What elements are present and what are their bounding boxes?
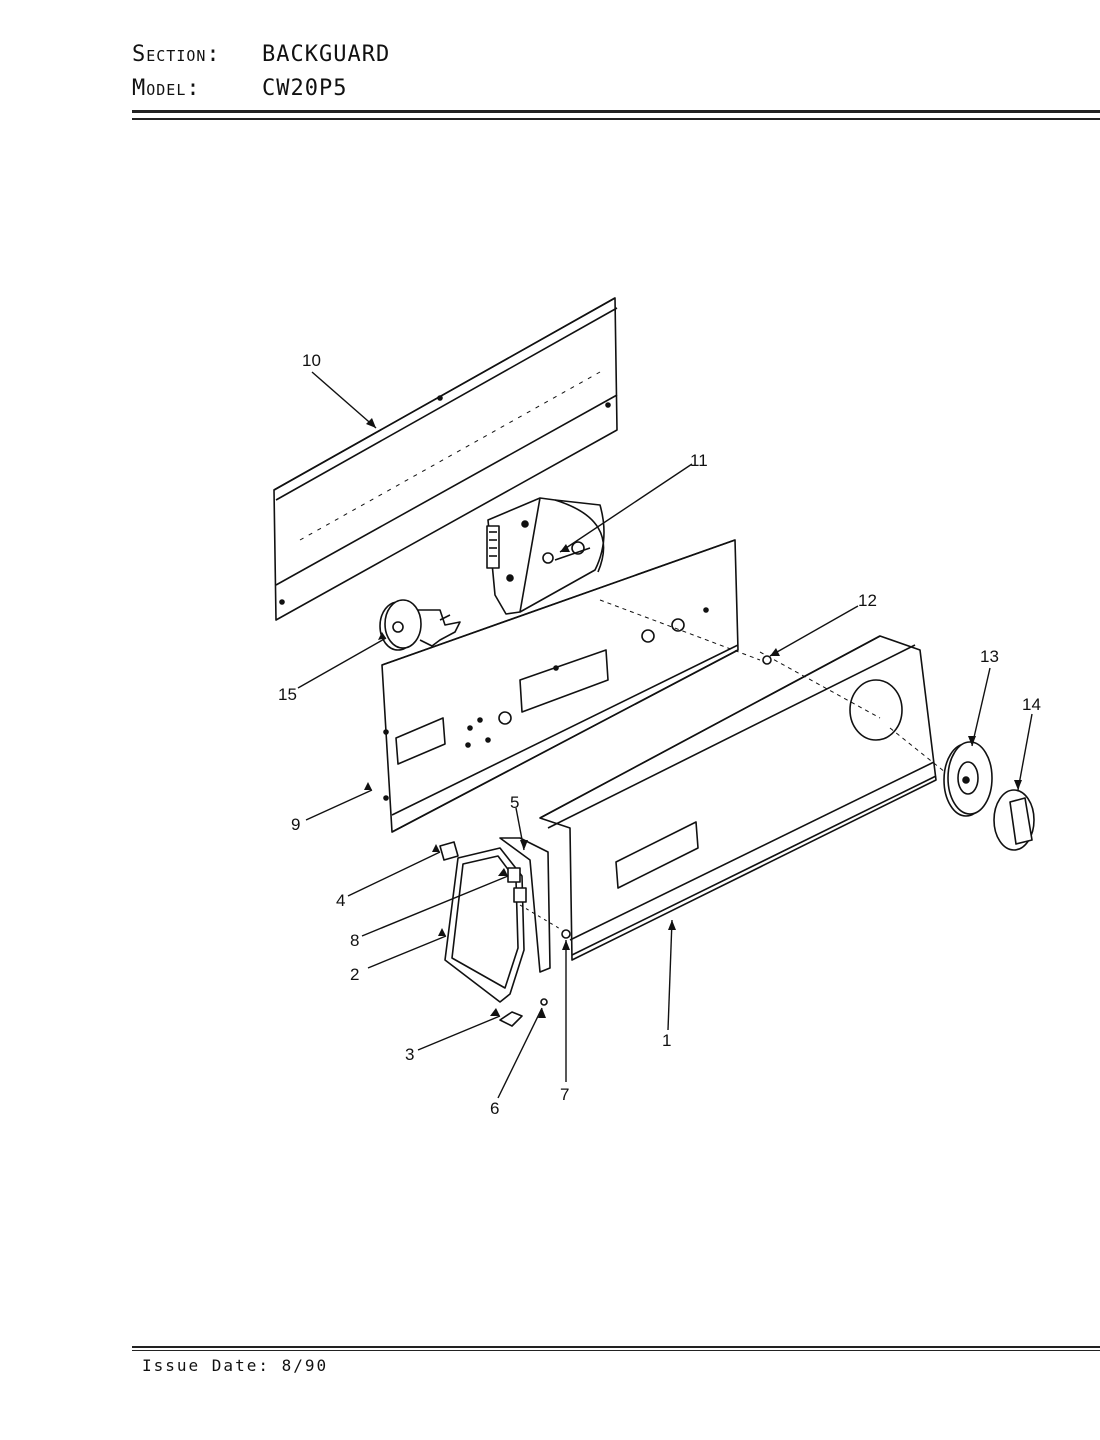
- callout-13: 13: [980, 647, 999, 666]
- callout-4: 4: [336, 891, 345, 910]
- part-11-timer: [486, 497, 605, 615]
- callout-11: 11: [690, 451, 708, 470]
- page-header: Section: BACKGUARD Model: CW20P5: [132, 38, 390, 106]
- callout-3: 3: [405, 1045, 414, 1064]
- part-6-screw: [540, 998, 548, 1006]
- part-13-dial: [943, 741, 993, 817]
- callout-2: 2: [350, 965, 359, 984]
- model-label: Model:: [132, 76, 201, 101]
- callout-6: 6: [490, 1099, 499, 1118]
- header-rule-top: [132, 110, 1100, 113]
- callout-labels: 10 11 12 13 14 15 9 5 4 8 2 3 6 7 1: [278, 351, 1041, 1118]
- part-15-water-level-switch: [379, 599, 461, 651]
- issue-date-value: 8/90: [281, 1356, 329, 1375]
- callout-15: 15: [278, 685, 297, 704]
- section-label: Section:: [132, 42, 221, 67]
- section-value: BACKGUARD: [262, 42, 391, 67]
- part-9-control-panel: [381, 539, 761, 833]
- part-14-knob: [993, 789, 1035, 851]
- issue-date: Issue Date: 8/90: [142, 1356, 328, 1375]
- part-8-bracket: [507, 867, 527, 903]
- leader-arrowheads: [364, 418, 1022, 1018]
- part-3-clip: [499, 1011, 523, 1027]
- part-5-trim-strip: [499, 837, 551, 973]
- callout-7: 7: [560, 1085, 569, 1104]
- header-rule-bottom: [132, 118, 1100, 120]
- callout-8: 8: [350, 931, 359, 950]
- leader-lines: [297, 371, 1033, 1099]
- callout-12: 12: [858, 591, 877, 610]
- footer-rule-top: [132, 1346, 1100, 1348]
- part-1-front-console: [539, 635, 956, 961]
- callout-5: 5: [510, 793, 519, 812]
- section-row: Section: BACKGUARD: [132, 38, 390, 72]
- callout-14: 14: [1022, 695, 1041, 714]
- model-row: Model: CW20P5: [132, 72, 390, 106]
- callout-1: 1: [662, 1031, 671, 1050]
- part-4-clip: [439, 841, 459, 861]
- callout-10: 10: [302, 351, 321, 370]
- model-value: CW20P5: [262, 76, 348, 101]
- issue-date-label: Issue Date:: [142, 1356, 270, 1375]
- footer-rule-bottom: [132, 1350, 1100, 1351]
- callout-9: 9: [291, 815, 300, 834]
- part-12-screw: [762, 655, 772, 665]
- part-7-screw: [519, 904, 571, 939]
- part-10-rear-panel: [273, 297, 618, 621]
